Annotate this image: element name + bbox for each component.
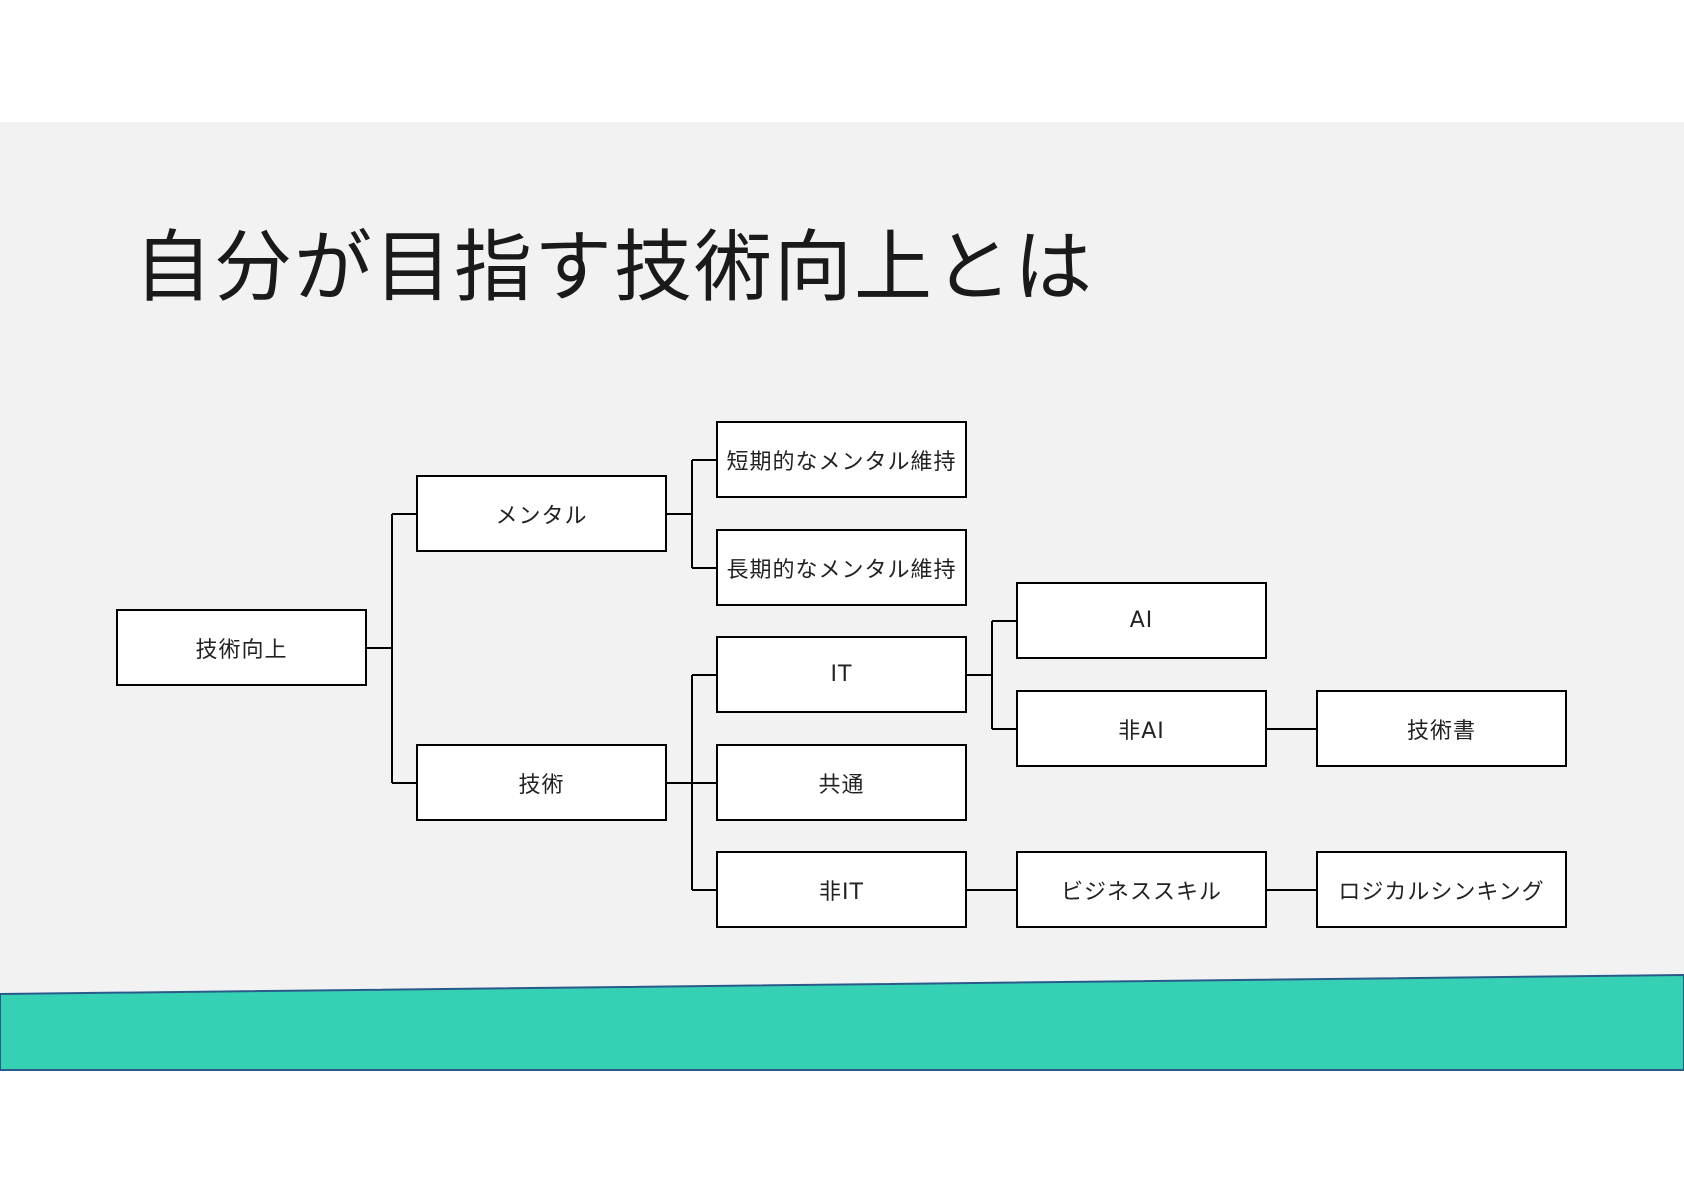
connector-mental (667, 459, 717, 569)
connector-root (367, 513, 417, 784)
node-root: 技術向上 (116, 609, 367, 686)
node-business-skill: ビジネススキル (1016, 851, 1267, 928)
node-it: IT (716, 636, 967, 713)
node-non-ai: 非AI (1016, 690, 1267, 767)
node-ai: AI (1016, 582, 1267, 659)
slide-title: 自分が目指す技術向上とは (134, 223, 1095, 313)
node-mental-short: 短期的なメンタル維持 (716, 421, 967, 498)
connector-tech (667, 674, 717, 891)
connector-it (967, 620, 1017, 730)
node-logical-thinking: ロジカルシンキング (1316, 851, 1567, 928)
node-tech-book: 技術書 (1316, 690, 1567, 767)
node-common: 共通 (716, 744, 967, 821)
node-tech: 技術 (416, 744, 667, 821)
node-non-it: 非IT (716, 851, 967, 928)
node-mental: メンタル (416, 475, 667, 552)
node-mental-long: 長期的なメンタル維持 (716, 529, 967, 606)
